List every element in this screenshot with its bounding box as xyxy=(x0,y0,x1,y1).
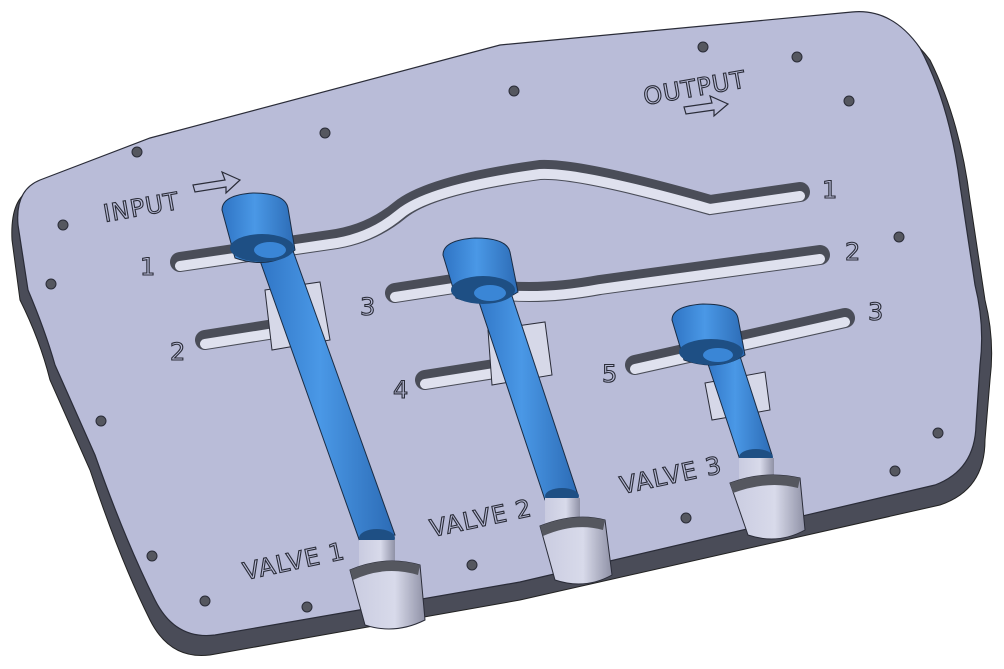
valve-1 xyxy=(221,192,426,630)
left-port-1-label: 1 xyxy=(140,253,155,281)
left-port-5-label: 5 xyxy=(602,360,617,388)
right-port-3-label: 3 xyxy=(868,298,883,326)
left-port-3-label: 3 xyxy=(360,293,375,321)
mounting-holes xyxy=(45,41,944,613)
left-port-2-label: 2 xyxy=(170,338,185,366)
left-port-4-label: 4 xyxy=(393,376,408,404)
output-arrow-icon xyxy=(683,94,730,118)
input-arrow-icon xyxy=(192,170,242,195)
valve-3 xyxy=(671,303,806,540)
valve-2 xyxy=(442,237,613,585)
right-port-2-label: 2 xyxy=(845,238,860,266)
right-port-1-label: 1 xyxy=(822,176,837,204)
